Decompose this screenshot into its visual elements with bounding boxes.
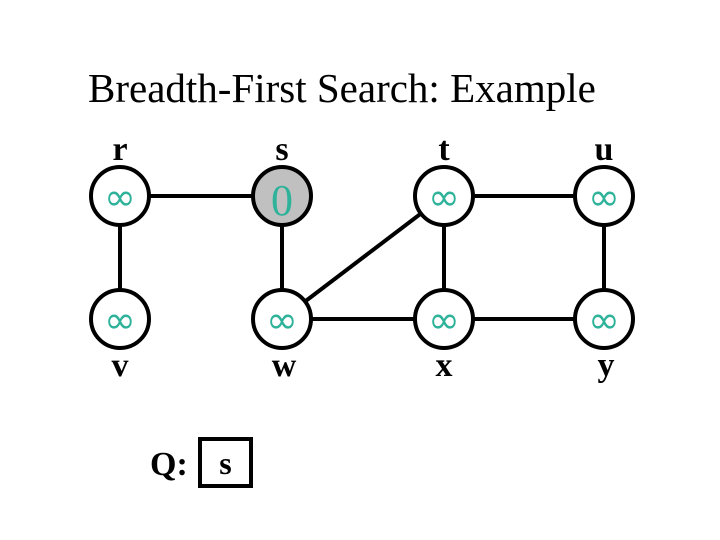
node-value-x: ∞ (428, 298, 460, 342)
node-value-s: 0 (271, 176, 293, 225)
graph-edges (118, 194, 606, 321)
node-value-t: ∞ (428, 175, 460, 219)
node-s: 0 (251, 165, 313, 227)
node-t: ∞ (413, 165, 475, 227)
node-label-x: x (436, 347, 453, 384)
node-value-v: ∞ (104, 298, 136, 342)
node-label-t: t (438, 131, 450, 168)
edge-t-w (280, 194, 446, 321)
node-label-v: v (112, 347, 129, 384)
node-u: ∞ (573, 165, 635, 227)
queue-item-box: s (198, 437, 253, 488)
node-value-r: ∞ (104, 175, 136, 219)
node-label-w: w (272, 347, 297, 384)
node-circle-y (573, 288, 635, 350)
node-circle-t (413, 165, 475, 227)
node-label-r: r (112, 131, 127, 168)
node-circle-r (89, 165, 151, 227)
node-label-y: y (598, 347, 615, 384)
node-circle-u (573, 165, 635, 227)
node-y: ∞ (573, 288, 635, 350)
node-r: ∞ (89, 165, 151, 227)
queue-item: s (219, 444, 232, 481)
queue-label: Q: (150, 446, 188, 483)
node-circle-v (89, 288, 151, 350)
node-circle-s (251, 165, 313, 227)
node-v: ∞ (89, 288, 151, 350)
node-value-y: ∞ (588, 298, 620, 342)
node-label-u: u (595, 131, 614, 168)
node-value-u: ∞ (588, 175, 620, 219)
node-circle-w (251, 288, 313, 350)
node-label-s: s (275, 131, 288, 168)
node-x: ∞ (413, 288, 475, 350)
node-value-w: ∞ (266, 298, 298, 342)
node-circle-x (413, 288, 475, 350)
node-w: ∞ (251, 288, 313, 350)
slide-title: Breadth-First Search: Example (88, 65, 596, 111)
